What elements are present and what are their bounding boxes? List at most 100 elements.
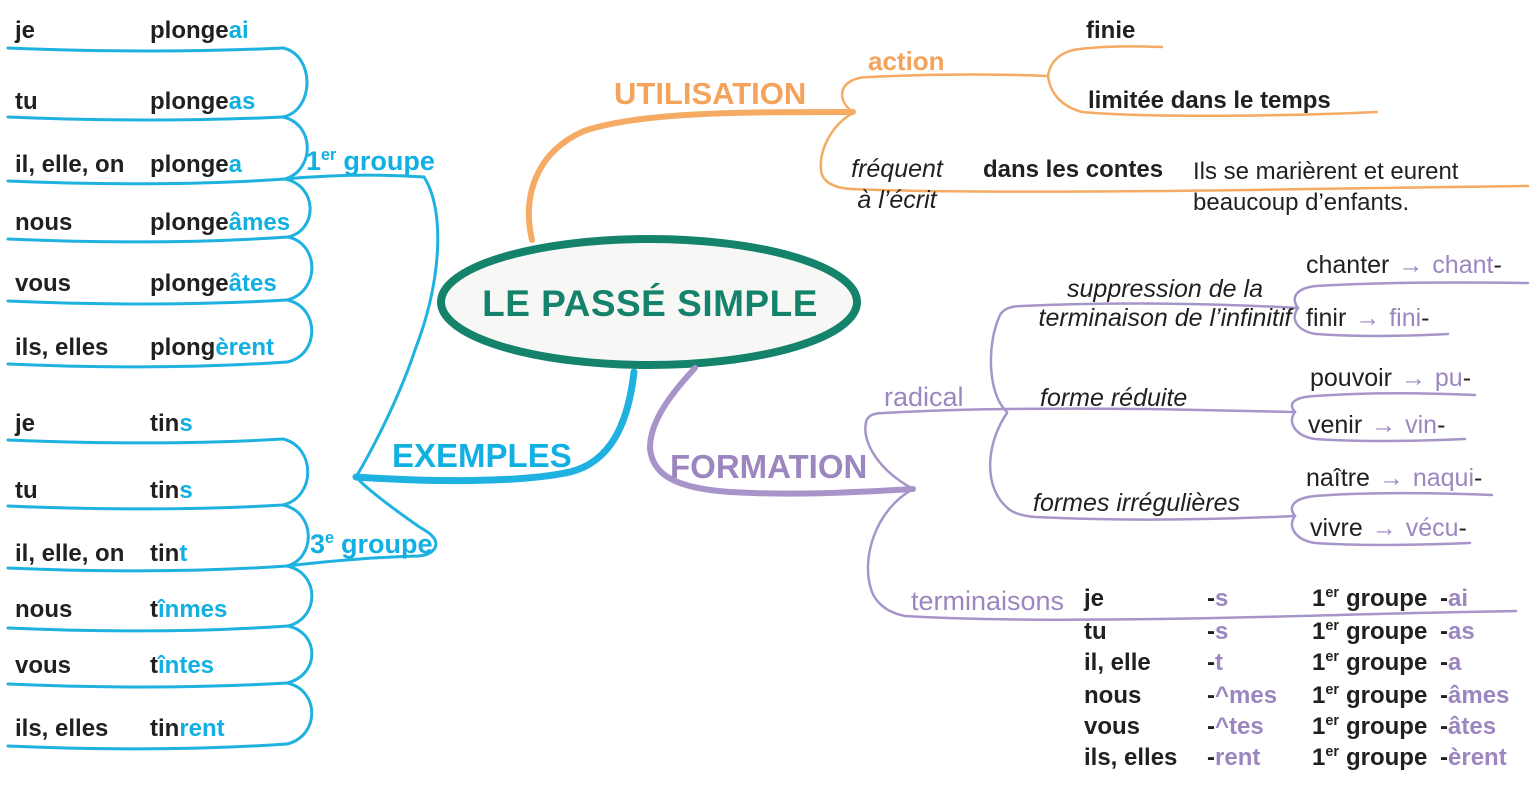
verb-ending: rent <box>179 715 225 742</box>
infinitive: vivre <box>1310 514 1363 542</box>
purple-connectors <box>646 281 1530 622</box>
node-formes-irregulieres: formes irrégulières <box>1033 489 1241 517</box>
verb-stem: tin <box>150 540 180 567</box>
verb-ending: âmes <box>228 209 291 236</box>
conjugation-row: je plongeai <box>15 17 355 47</box>
pronoun: vous <box>15 270 72 297</box>
verb-ending: t <box>179 540 188 567</box>
conjugation-row: ils, elles tinrent <box>15 715 355 745</box>
example-transformation: vivre → vécu- <box>1310 514 1467 543</box>
group-ending: -èrent <box>1440 744 1507 771</box>
stem-dash: - <box>1462 364 1472 392</box>
verb-stem: plonge <box>150 270 229 297</box>
conjugation-row: nous plongeâmes <box>15 209 355 239</box>
group-ending: -âmes <box>1440 682 1510 709</box>
verb-stem: plonge <box>150 209 229 236</box>
verb-stem: plonge <box>150 151 229 178</box>
verb-ending: întes <box>158 652 215 679</box>
suffix: -^mes <box>1207 682 1278 709</box>
node-action: action <box>868 46 945 76</box>
verb-stem: tin <box>150 410 180 437</box>
verb-stem: plonge <box>150 17 229 44</box>
orange-connectors <box>526 45 1530 243</box>
stem: pu <box>1434 364 1463 392</box>
branch-utilisation: UTILISATION <box>614 76 807 111</box>
conjugation-row: ils, elles plongèrent <box>15 334 355 364</box>
suffix: -t <box>1207 649 1223 676</box>
node-frequent-a-l-ecrit: fréquent à l’écrit <box>851 155 943 214</box>
node-forme-reduite: forme réduite <box>1040 384 1188 412</box>
pronoun: vous <box>15 652 72 679</box>
verb-ending: èrent <box>215 334 274 361</box>
infinitive: pouvoir <box>1310 364 1392 392</box>
example-transformation: venir → vin- <box>1308 411 1445 440</box>
conjugation-row: nous tînmes <box>15 596 355 626</box>
conjugation-row: il, elle, on plongea <box>15 151 355 181</box>
verb-stem: tin <box>150 477 180 504</box>
example-transformation: pouvoir → pu- <box>1310 364 1471 393</box>
conjugation-row: tu plongeas <box>15 88 355 118</box>
stem: vin <box>1405 411 1438 439</box>
pronoun: il, elle, on <box>15 540 125 567</box>
stem-dash: - <box>1458 514 1467 542</box>
central-ellipse <box>437 235 861 369</box>
stem-dash: - <box>1421 304 1430 332</box>
group-ending: -ai <box>1440 585 1469 612</box>
conjugation-row: vous plongeâtes <box>15 270 355 300</box>
suffix: -rent <box>1207 744 1261 771</box>
pronoun: je <box>1084 585 1105 612</box>
arrow-icon: → <box>1355 304 1381 332</box>
example-transformation: naître → naqui- <box>1306 464 1482 493</box>
verb-ending: a <box>228 151 243 178</box>
node-suppression-terminaison: suppression de la terminaison de l’infin… <box>1038 275 1292 332</box>
pronoun: ils, elles <box>15 334 109 361</box>
verb-stem: t <box>150 652 158 679</box>
stem: chant <box>1432 251 1494 279</box>
verb-stem: tin <box>150 715 180 742</box>
suffix: -^tes <box>1207 713 1264 740</box>
pronoun: nous <box>15 596 73 623</box>
branch-formation: FORMATION <box>670 448 868 485</box>
pronoun: il, elle, on <box>15 151 125 178</box>
verb-stem: plong <box>150 334 216 361</box>
pronoun: je <box>15 410 36 437</box>
pronoun: il, elle <box>1084 649 1151 676</box>
verb-ending: s <box>179 410 193 437</box>
verb-ending: ai <box>228 17 249 44</box>
stem: fini <box>1389 304 1422 332</box>
pronoun: nous <box>1084 682 1142 709</box>
verb: tins <box>150 477 193 505</box>
branch-exemples: EXEMPLES <box>392 437 572 474</box>
stem-dash: - <box>1437 411 1446 439</box>
node-dans-les-contes: dans les contes <box>983 156 1164 183</box>
pronoun: ils, elles <box>15 715 109 742</box>
example-transformation: chanter → chant- <box>1306 251 1502 280</box>
group-ending: -as <box>1440 618 1475 645</box>
node-radical: radical <box>884 382 964 412</box>
verb: plongèrent <box>150 334 274 362</box>
arrow-icon: → <box>1378 464 1404 492</box>
verb: plongeâmes <box>150 209 290 237</box>
central-topic-label: LE PASSÉ SIMPLE <box>482 283 818 324</box>
stem: naqui <box>1412 464 1475 492</box>
conjugation-row: je tins <box>15 410 355 440</box>
infinitive: finir <box>1306 304 1347 332</box>
infinitive: naître <box>1306 464 1370 492</box>
verb-stem: plonge <box>150 88 229 115</box>
verb: plongeas <box>150 88 255 116</box>
pronoun: tu <box>1084 618 1107 645</box>
pronoun: je <box>15 17 36 44</box>
stem-dash: - <box>1474 464 1483 492</box>
verb: tins <box>150 410 193 438</box>
